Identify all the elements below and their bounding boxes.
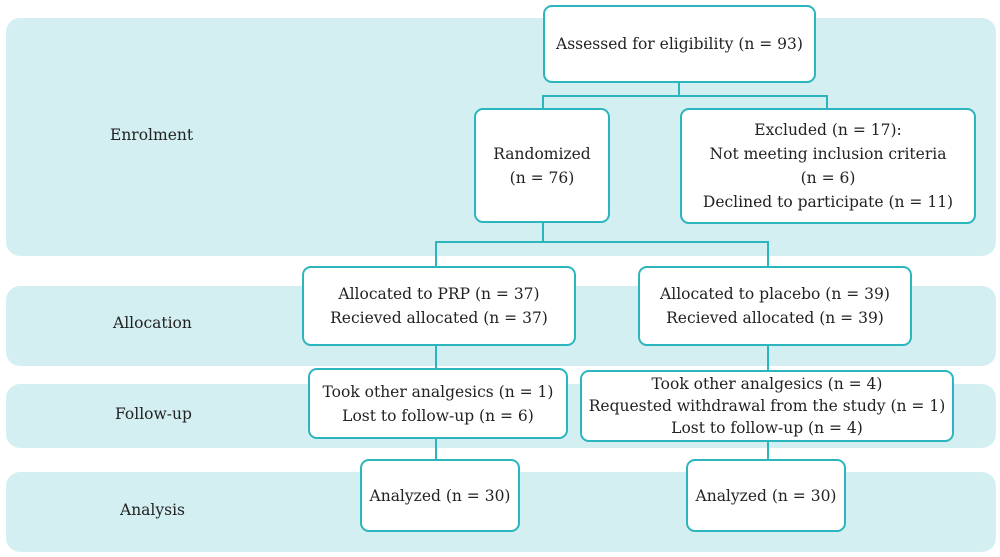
allocated-prp-box: Allocated to PRP (n = 37) Recieved alloc… (302, 266, 576, 346)
follow-up-prp-line-2: Lost to follow-up (n = 6) (342, 406, 534, 425)
connector-split-top (542, 95, 828, 97)
stage-label-analysis: Analysis (120, 501, 185, 519)
excluded-line-3: (n = 6) (800, 169, 856, 187)
allocated-placebo-line-1: Allocated to placebo (n = 39) (660, 285, 890, 303)
follow-up-placebo-box: Took other analgesics (n = 4) Requested … (580, 370, 954, 442)
assessed-line-1: Assessed for eligibility (n = 93) (556, 35, 803, 53)
connector-alloc-prp-down (435, 345, 437, 369)
connector-split-allocation (435, 241, 769, 243)
allocated-placebo-line-2: Recieved allocated (n = 39) (666, 309, 884, 327)
analysis-prp-box: Analyzed (n = 30) (360, 459, 520, 532)
allocated-placebo-box: Allocated to placebo (n = 39) Recieved a… (638, 266, 912, 346)
analysis-placebo-box: Analyzed (n = 30) (686, 459, 846, 532)
excluded-line-4: Declined to participate (n = 11) (702, 193, 954, 211)
excluded-box: Excluded (n = 17): Not meeting inclusion… (680, 108, 976, 224)
connector-follow-prp-down (435, 438, 437, 460)
allocated-prp-line-1: Allocated to PRP (n = 37) (338, 285, 540, 303)
follow-up-prp-box: Took other analgesics (n = 1) Lost to fo… (308, 368, 568, 439)
follow-up-prp-line-1: Took other analgesics (n = 1) (322, 382, 554, 401)
connector-to-alloc-placebo (767, 241, 769, 267)
connector-assessed-down (678, 82, 680, 96)
connector-to-alloc-prp (435, 241, 437, 267)
randomized-line-1: Randomized (493, 144, 591, 163)
follow-up-placebo-line-3: Lost to follow-up (n = 4) (671, 419, 863, 437)
connector-to-excluded (826, 95, 828, 109)
excluded-line-1: Excluded (n = 17): (754, 121, 902, 139)
randomized-box: Randomized (n = 76) (474, 108, 610, 223)
allocated-prp-line-2: Recieved allocated (n = 37) (330, 309, 548, 327)
stage-label-follow-up: Follow-up (115, 405, 192, 423)
follow-up-placebo-line-2: Requested withdrawal from the study (n =… (588, 397, 946, 415)
analysis-prp-line-1: Analyzed (n = 30) (369, 486, 511, 505)
connector-to-randomized (542, 95, 544, 109)
connector-alloc-placebo-down (767, 345, 769, 371)
stage-label-allocation: Allocation (113, 314, 192, 332)
analysis-placebo-line-1: Analyzed (n = 30) (695, 486, 837, 505)
randomized-line-2: (n = 76) (509, 168, 575, 187)
assessed-box: Assessed for eligibility (n = 93) (543, 5, 816, 83)
follow-up-placebo-line-1: Took other analgesics (n = 4) (651, 375, 883, 393)
connector-follow-placebo-down (767, 441, 769, 460)
connector-randomized-down (542, 222, 544, 242)
stage-label-enrolment: Enrolment (110, 126, 194, 144)
excluded-line-2: Not meeting inclusion criteria (709, 145, 947, 163)
